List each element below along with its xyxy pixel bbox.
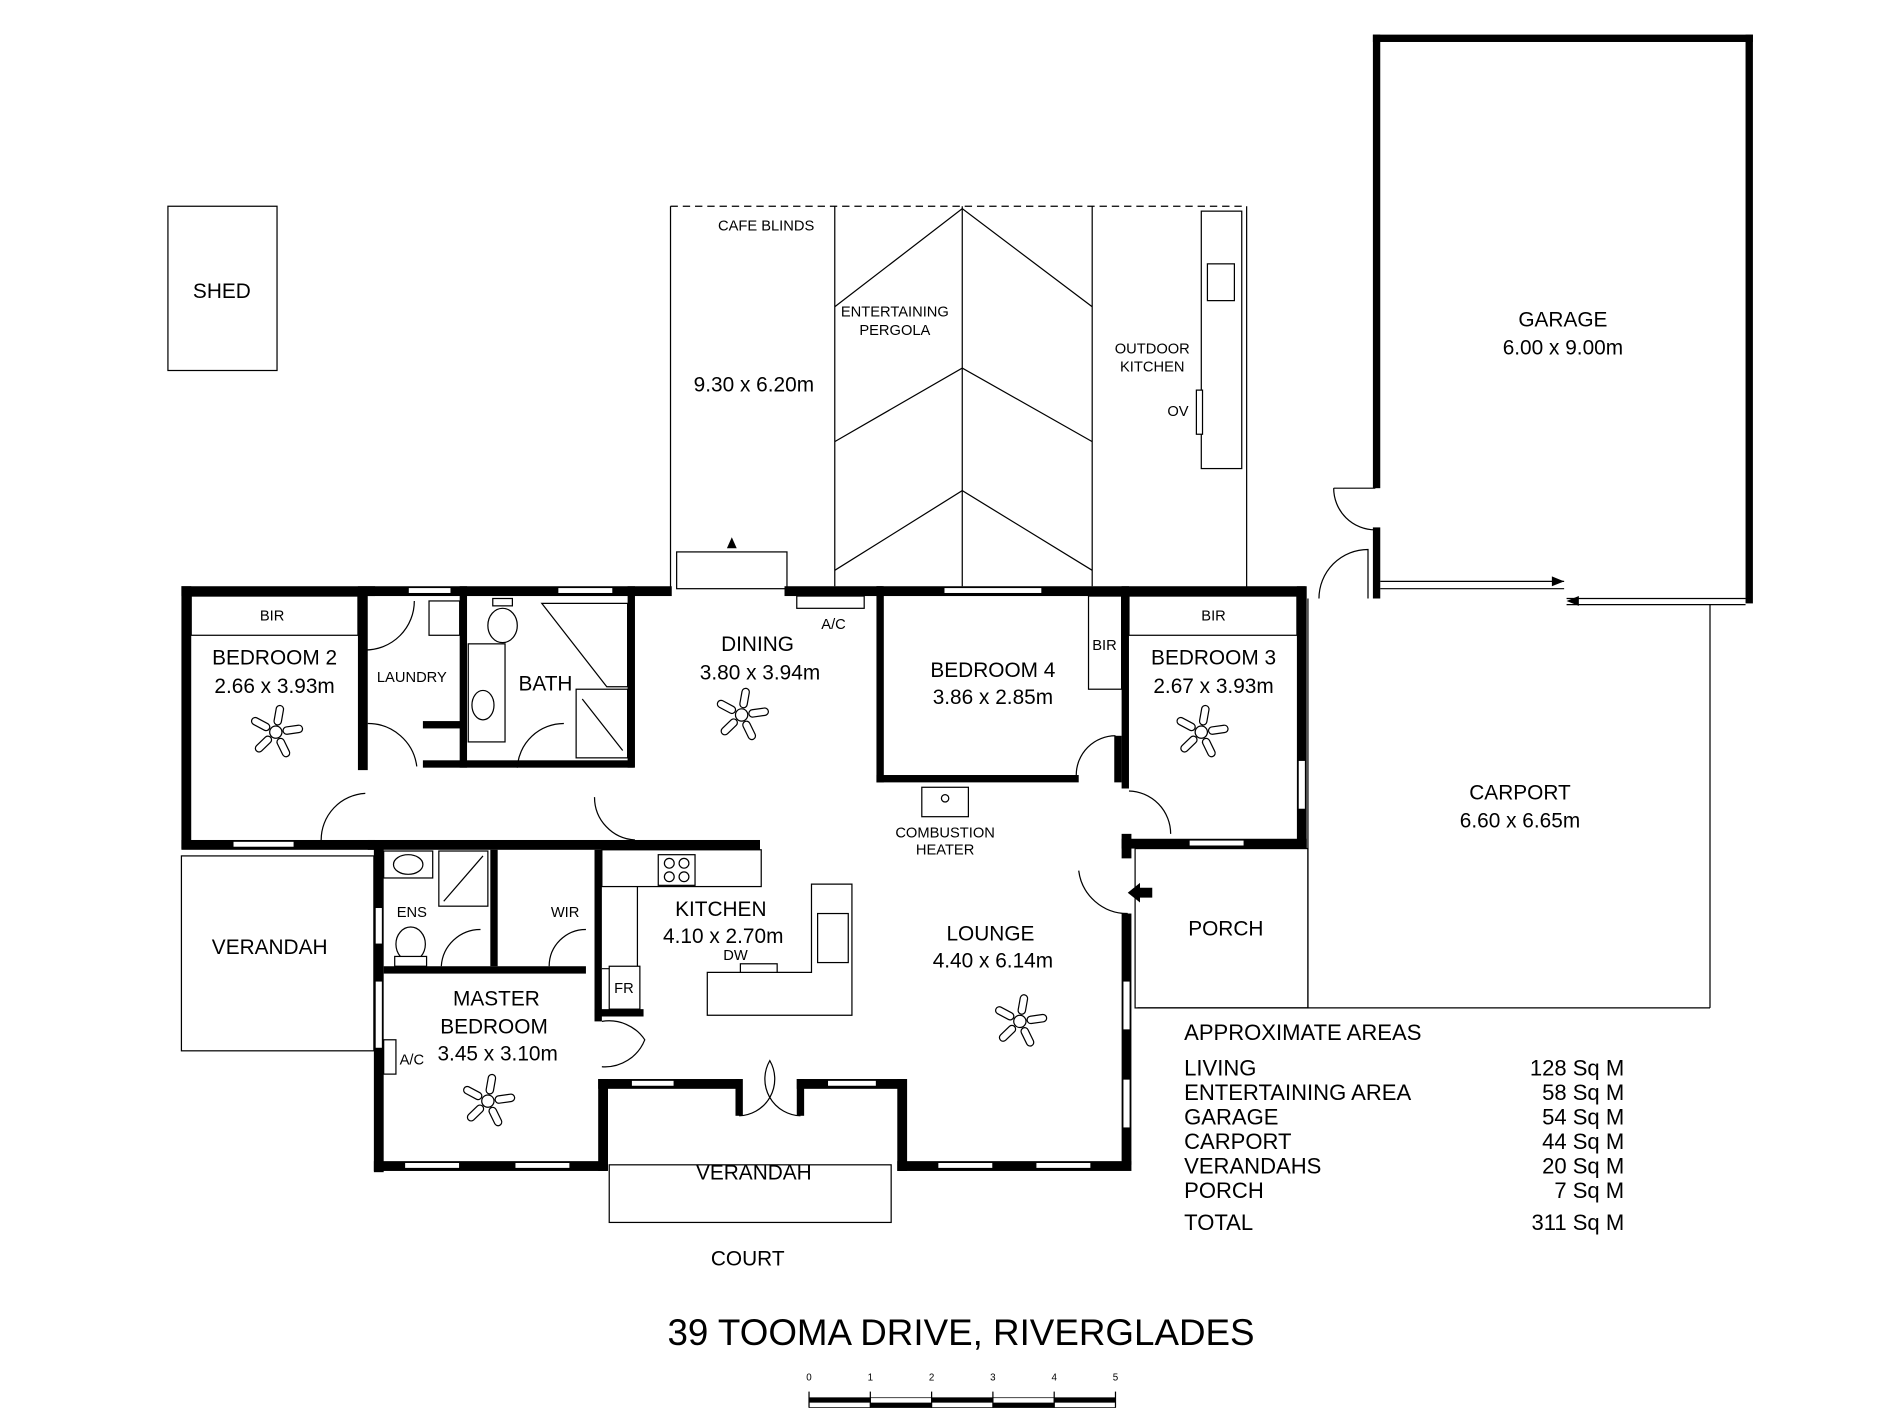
combustion-heater-label-2: HEATER [916,843,974,859]
outdoor-kitchen-label-2: KITCHEN [1120,360,1184,376]
bedroom4-label: BEDROOM 4 [930,659,1055,682]
verandah-left-label: VERANDAH [212,936,328,959]
bedroom2-label: BEDROOM 2 [212,647,337,670]
scale-segment [992,1402,1055,1408]
master-dims: 3.45 x 3.10m [437,1043,557,1066]
court-label: COURT [711,1247,785,1270]
oven-label: OV [1167,404,1188,420]
area-row-value: 44 Sq M [1542,1129,1624,1154]
porch-label: PORCH [1188,918,1263,941]
shed [167,205,278,372]
master-label-1: MASTER [453,987,540,1010]
area-row-value: 20 Sq M [1542,1153,1624,1178]
ceiling-fan-icon [463,1073,516,1127]
scale-segment [870,1402,932,1408]
outdoor-kitchen-label-1: OUTDOOR [1115,341,1190,357]
ceiling-fan-icon [716,687,769,741]
scale-segment [1054,1397,1116,1403]
bir-label-bed3: BIR [1201,609,1225,625]
scale-segment [931,1397,993,1403]
pergola [669,205,1248,593]
pergola-label-2: PERGOLA [859,323,930,339]
wir-label: WIR [551,905,580,921]
pergola-label-1: ENTERTAINING [841,305,949,321]
scale-tick-label: 0 [806,1373,812,1384]
scale-tick-label: 2 [929,1373,934,1384]
lounge-dims: 4.40 x 6.14m [933,949,1053,972]
areas-table: APPROXIMATE AREAS LIVING 128 Sq M ENTERTAI… [1184,1020,1624,1235]
bath-label: BATH [518,672,572,695]
area-row-value: 54 Sq M [1542,1104,1624,1129]
windows [232,586,1307,1170]
ac-label-dining: A/C [821,617,846,633]
master-label-2: BEDROOM [440,1016,548,1039]
area-row-label: VERANDAHS [1184,1153,1321,1178]
lounge-label: LOUNGE [946,923,1034,946]
kitchen-dims: 4.10 x 2.70m [663,925,783,948]
fixtures [190,595,1298,1075]
areas-total-label: TOTAL [1184,1210,1253,1235]
ceiling-fans [250,687,1229,1127]
scale-tick-label: 5 [1113,1373,1119,1384]
scale-tick-label: 1 [868,1373,873,1384]
verandah-bottom-label: VERANDAH [696,1162,812,1185]
bedroom4-dims: 3.86 x 2.85m [933,686,1053,709]
dining-label: DINING [721,633,794,656]
bedroom3-dims: 2.67 x 3.93m [1153,675,1273,698]
area-row-label: GARAGE [1184,1104,1278,1129]
combustion-heater-label-1: COMBUSTION [895,826,995,842]
carport-label: CARPORT [1469,782,1571,805]
areas-total-value: 311 Sq M [1531,1210,1624,1235]
laundry-label: LAUNDRY [377,670,447,686]
ceiling-fan-icon [250,704,304,758]
dishwasher-label: DW [723,948,748,964]
bedroom3-label: BEDROOM 3 [1151,647,1276,670]
area-row-label: LIVING [1184,1055,1256,1080]
ceiling-fan-icon [1176,704,1229,758]
bir-label-bed2: BIR [260,609,284,625]
area-row-label: ENTERTAINING AREA [1184,1080,1411,1105]
pergola-dims: 9.30 x 6.20m [694,373,814,396]
garage-dims: 6.00 x 9.00m [1503,337,1623,360]
scale-segment [809,1397,871,1403]
ac-label-master: A/C [400,1052,425,1068]
fridge-label: FR [614,981,634,997]
area-row-value: 128 Sq M [1530,1055,1624,1080]
bir-label-bed4: BIR [1092,638,1116,654]
area-row-label: CARPORT [1184,1129,1291,1154]
area-row-value: 7 Sq M [1554,1178,1624,1203]
area-row-label: PORCH [1184,1178,1264,1203]
shed-label: SHED [193,280,251,303]
property-title: 39 TOOMA DRIVE, RIVERGLADES [667,1312,1254,1353]
bedroom2-dims: 2.66 x 3.93m [214,675,334,698]
ceiling-fan-icon [995,994,1048,1047]
area-row-value: 58 Sq M [1542,1080,1624,1105]
garage-label: GARAGE [1518,308,1607,331]
entry-arrow-icon [1127,882,1153,903]
scale-tick-label: 4 [1051,1373,1057,1384]
dining-dims: 3.80 x 3.94m [700,661,820,684]
cafe-blinds-label: CAFE BLINDS [718,219,815,235]
garage [1318,34,1753,606]
scale-bar: 0 1 2 3 4 5 [806,1373,1119,1408]
carport-dims: 6.60 x 6.65m [1460,810,1580,833]
ens-label: ENS [397,905,427,921]
doors [320,600,1172,1117]
scale-tick-label: 3 [990,1373,996,1384]
verandah-bottom [608,1164,892,1224]
areas-heading: APPROXIMATE AREAS [1184,1020,1421,1045]
kitchen-label: KITCHEN [675,898,766,921]
